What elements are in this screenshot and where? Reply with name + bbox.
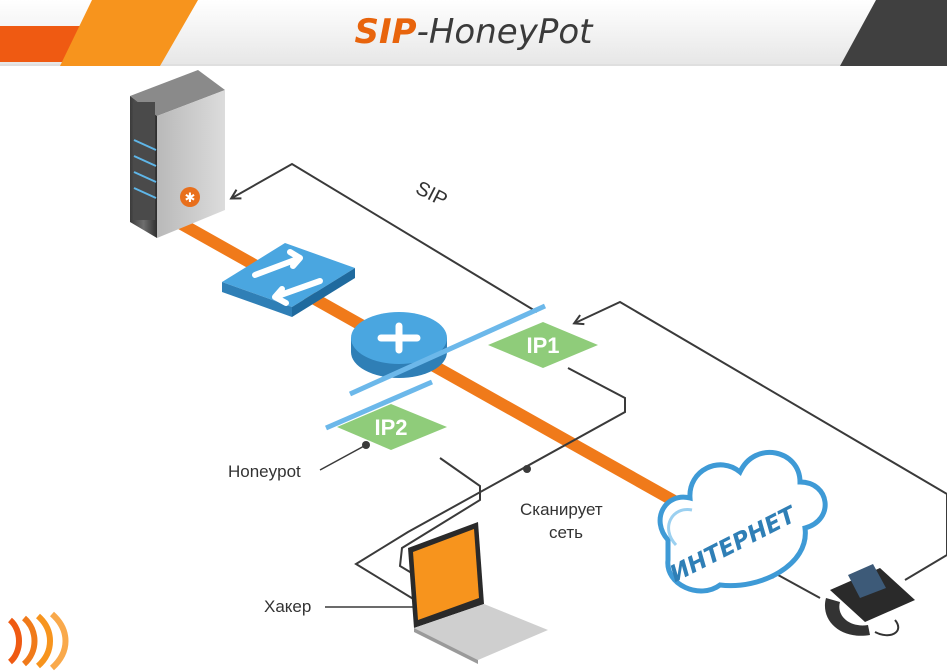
ip1-badge bbox=[488, 322, 598, 368]
ip1-label: IP1 bbox=[526, 333, 559, 358]
page-title: SIP-HoneyPot bbox=[0, 12, 947, 52]
title-accent: SIP bbox=[354, 12, 417, 52]
header-banner bbox=[0, 0, 947, 66]
cloud-icon bbox=[657, 450, 828, 594]
ip2-label: IP2 bbox=[374, 415, 407, 440]
switch-icon bbox=[222, 243, 355, 317]
svg-text:✱: ✱ bbox=[185, 191, 196, 206]
sip-label: SIP bbox=[412, 177, 451, 211]
scan-line-ip1 bbox=[354, 367, 626, 601]
scan-label-line2: сеть bbox=[549, 523, 583, 542]
server-icon: ✱ bbox=[130, 70, 225, 238]
title-rest: -HoneyPot bbox=[416, 12, 593, 52]
scan-line-ip2 bbox=[398, 457, 481, 576]
ip1-interface-bar bbox=[348, 303, 547, 397]
hacker-label: Хакер bbox=[264, 597, 311, 616]
brand-logo-icon bbox=[7, 611, 69, 671]
sip-flow-line bbox=[232, 162, 538, 313]
phone-to-ip1-line bbox=[575, 300, 947, 581]
phone-icon bbox=[824, 564, 915, 637]
ip2-interface-bar bbox=[325, 379, 433, 431]
scan-label-line1: Сканирует bbox=[520, 500, 603, 519]
ip2-badge bbox=[337, 404, 447, 450]
router-icon bbox=[351, 312, 447, 378]
laptop-icon bbox=[408, 522, 548, 664]
honeypot-label: Honeypot bbox=[228, 462, 301, 481]
